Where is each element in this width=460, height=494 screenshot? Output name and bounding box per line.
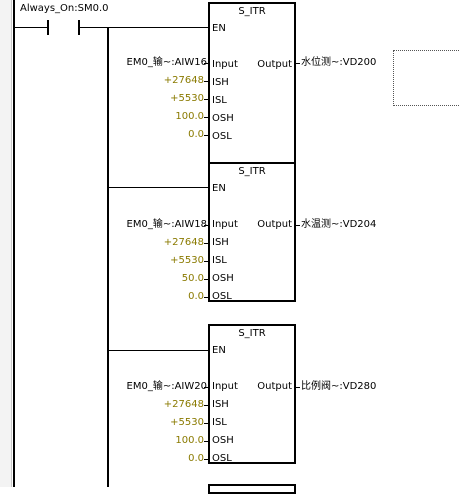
output-tick (296, 63, 300, 64)
s-itr-block-3[interactable]: S_ITR EN Output Input ISH ISL OSH OSL (208, 324, 296, 464)
en-pin: EN (212, 183, 226, 194)
input-address[interactable]: EM0_输~:AIW18 (126, 219, 207, 230)
ish-value[interactable]: +27648 (163, 399, 204, 410)
isl-value[interactable]: +5530 (170, 255, 204, 266)
ish-pin: ISH (212, 237, 229, 248)
contact-label: Always_On:SM0.0 (20, 3, 109, 14)
en-pin: EN (212, 345, 226, 356)
output-pin: Output (257, 219, 292, 230)
osl-value[interactable]: 0.0 (188, 129, 204, 140)
output-pin: Output (257, 381, 292, 392)
en-pin: EN (212, 23, 226, 34)
pin-tick (204, 387, 208, 388)
pin-tick (204, 459, 208, 460)
pin-tick (204, 279, 208, 280)
branch-en-wire (109, 350, 208, 351)
osh-value[interactable]: 100.0 (175, 435, 204, 446)
ish-value[interactable]: +27648 (163, 75, 204, 86)
pin-tick (204, 117, 208, 118)
input-pin: Input (212, 381, 238, 392)
pin-tick (204, 81, 208, 82)
selected-cell[interactable] (393, 50, 460, 106)
osl-value[interactable]: 0.0 (188, 291, 204, 302)
input-pin: Input (212, 219, 238, 230)
isl-pin: ISL (212, 95, 227, 106)
left-scrollbar[interactable] (0, 0, 12, 487)
osh-pin: OSH (212, 273, 234, 284)
input-address[interactable]: EM0_输~:AIW16 (126, 57, 207, 68)
input-pin: Input (212, 59, 238, 70)
pin-tick (204, 261, 208, 262)
ish-pin: ISH (212, 399, 229, 410)
pin-tick (204, 63, 208, 64)
osh-pin: OSH (212, 113, 234, 124)
output-tick (296, 387, 300, 388)
output-pin: Output (257, 59, 292, 70)
block-title: S_ITR (238, 328, 266, 339)
isl-pin: ISL (212, 417, 227, 428)
block-title: S_ITR (238, 6, 266, 17)
osh-value[interactable]: 100.0 (175, 111, 204, 122)
pin-tick (204, 135, 208, 136)
input-address[interactable]: EM0_输~:AIW20 (126, 381, 207, 392)
isl-value[interactable]: +5530 (170, 93, 204, 104)
s-itr-block-2[interactable]: S_ITR EN Output Input ISH ISL OSH OSL (208, 162, 296, 302)
branch-wire (107, 27, 109, 487)
branch-en-wire (109, 187, 208, 188)
pin-tick (204, 99, 208, 100)
osl-pin: OSL (212, 291, 232, 302)
s-itr-block-4-partial[interactable] (208, 484, 296, 494)
output-address[interactable]: 比例阀~:VD280 (301, 381, 377, 392)
osl-pin: OSL (212, 453, 232, 464)
contact-left-bar[interactable] (47, 20, 49, 35)
s-itr-block-1[interactable]: S_ITR EN Output Input ISH ISL OSH OSL (208, 2, 296, 164)
rung-wire (15, 27, 47, 28)
isl-value[interactable]: +5530 (170, 417, 204, 428)
osl-pin: OSL (212, 131, 232, 142)
output-tick (296, 225, 300, 226)
output-address[interactable]: 水温测~:VD204 (301, 219, 377, 230)
pin-tick (204, 423, 208, 424)
power-rail (13, 0, 15, 487)
pin-tick (204, 297, 208, 298)
ish-value[interactable]: +27648 (163, 237, 204, 248)
contact-right-bar[interactable] (78, 20, 80, 35)
osh-pin: OSH (212, 435, 234, 446)
output-address[interactable]: 水位测~:VD200 (301, 57, 377, 68)
isl-pin: ISL (212, 255, 227, 266)
pin-tick (204, 225, 208, 226)
ish-pin: ISH (212, 77, 229, 88)
rung-wire-to-en (80, 27, 210, 28)
osl-value[interactable]: 0.0 (188, 453, 204, 464)
osh-value[interactable]: 50.0 (181, 273, 204, 284)
pin-tick (204, 405, 208, 406)
pin-tick (204, 441, 208, 442)
pin-tick (204, 243, 208, 244)
block-title: S_ITR (238, 166, 266, 177)
